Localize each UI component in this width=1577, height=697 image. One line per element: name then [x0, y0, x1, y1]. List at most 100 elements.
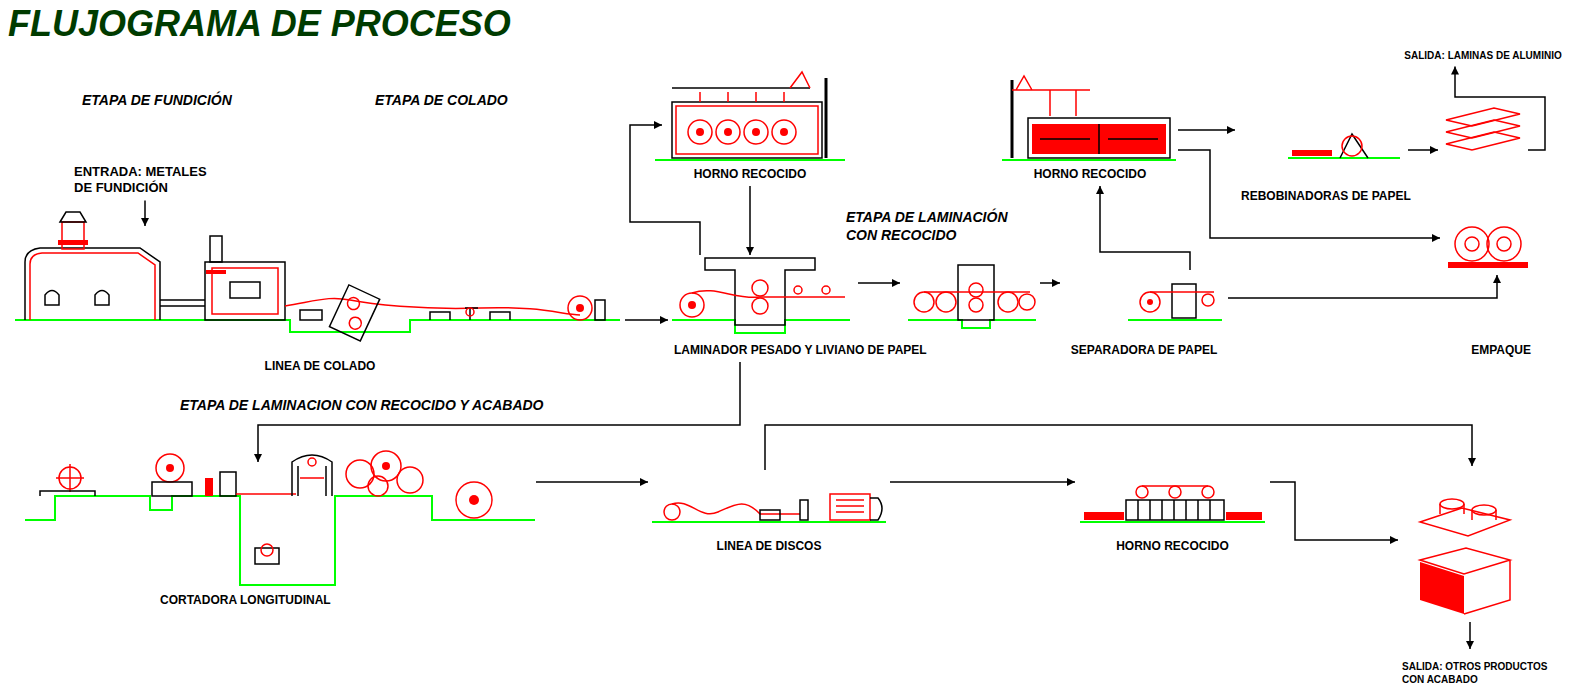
flow-arrow [536, 481, 648, 483]
process-station: LINEA DE DISCOS [648, 470, 890, 558]
station-label: HORNO RECOCIDO [694, 167, 807, 182]
coil-core [696, 128, 704, 136]
product-drum [1440, 499, 1464, 509]
coil-core [469, 495, 479, 505]
mill-roll [752, 298, 768, 314]
rewind-roll [368, 476, 388, 496]
coil [1019, 294, 1035, 310]
holding-furnace [205, 262, 285, 320]
holding-furnace-lining [212, 268, 278, 314]
furnace-lining [30, 253, 155, 320]
coil [680, 293, 704, 317]
mill-roll [969, 298, 983, 312]
rewind-roll [397, 467, 423, 493]
process-station: SALIDA: OTROS PRODUCTOS CON ACABADO [1398, 466, 1562, 692]
product-drum [1472, 505, 1496, 515]
crane-hook [700, 92, 784, 102]
furnace-band [206, 270, 226, 274]
flow-arrow [1469, 622, 1471, 649]
process-station: ENTRADA: METALES DE FUNDICIÓN [70, 160, 228, 201]
ground-line [672, 320, 850, 333]
coil-core [752, 128, 760, 136]
furnace-chamber [676, 106, 818, 154]
guide [205, 478, 213, 496]
furnace-housing [1028, 118, 1170, 158]
flow-arrow [1178, 129, 1235, 131]
flow-arrow [1040, 282, 1060, 284]
guide [800, 500, 808, 520]
chimney [210, 236, 222, 262]
ground-line [652, 521, 886, 523]
packed-coil-core [1465, 237, 1479, 251]
coil [664, 504, 680, 520]
mill-roll [752, 280, 768, 296]
flow-arrow [1228, 275, 1497, 298]
rewinder-roll [1342, 136, 1362, 156]
separator-unit [1172, 284, 1196, 318]
stage-label: ETAPA DE LAMINACION CON RECOCIDO Y ACABA… [180, 397, 544, 415]
furnace-divider [1040, 124, 1158, 154]
caster-feed [300, 310, 322, 320]
coil-core [1147, 299, 1153, 305]
station-label: ENTRADA: METALES DE FUNDICIÓN [74, 164, 224, 197]
guide-roll [822, 286, 830, 294]
furnace-bars [1138, 500, 1210, 520]
station-label: LINEA DE DISCOS [717, 539, 822, 554]
diagram-title: FLUJOGRAMA DE PROCESO [8, 2, 511, 45]
coiler-stand [595, 300, 605, 320]
flow-arrow [625, 319, 668, 321]
coil-core [780, 128, 788, 136]
station-label: LINEA DE COLADO [265, 359, 376, 374]
flow-arrow [1270, 482, 1398, 540]
process-station: HORNO RECOCIDO [1075, 470, 1270, 558]
stage-label: ETAPA DE LAMINACIÓN CON RECOCIDO [846, 209, 1031, 244]
process-station: HORNO RECOCIDO [662, 70, 838, 186]
flow-arrow [1100, 186, 1190, 270]
flow-arrow [630, 125, 700, 255]
coil [716, 120, 740, 144]
coil-core [576, 304, 584, 312]
process-station: HORNO RECOCIDO [1002, 70, 1178, 186]
flow-arrow [858, 282, 900, 284]
rewinder-frame [1340, 134, 1368, 158]
chimney-cap [60, 212, 86, 222]
coil [772, 120, 796, 144]
furnace-fan [1136, 486, 1148, 498]
station-label: EMPAQUE [1471, 343, 1531, 358]
caster-roll [345, 296, 361, 312]
station-label: LAMINADOR PESADO Y LIVIANO DE PAPEL [674, 343, 927, 358]
coil-core [166, 464, 174, 472]
uncoiler-cross [56, 464, 84, 492]
metal-strip [236, 493, 296, 495]
slitter-arch [292, 455, 332, 496]
flow-arrow [749, 186, 751, 255]
metal-strip [1150, 291, 1214, 293]
cart [40, 491, 95, 496]
process-station: LAMINADOR PESADO Y LIVIANO DE PAPEL [668, 255, 1040, 362]
disc-press [830, 494, 870, 520]
ground-line [1288, 157, 1400, 159]
flow-arrow [890, 481, 1075, 483]
ground-line [15, 320, 620, 332]
furnace-chamber [1032, 124, 1166, 154]
loading-table [1226, 512, 1262, 520]
roll-core [382, 462, 390, 470]
rewind-roll [346, 460, 374, 488]
press-lines [836, 500, 864, 512]
coil [914, 292, 934, 312]
packed-coil [1487, 227, 1521, 261]
ground-line [908, 320, 1036, 328]
mill-stand [705, 258, 815, 325]
loading-table [1084, 512, 1124, 520]
caster-frame [329, 285, 379, 341]
press-end [870, 498, 882, 520]
mill-roll [969, 283, 983, 297]
product-box-face [1420, 562, 1464, 614]
caster-roll [347, 315, 363, 331]
furnace-fan [1169, 486, 1181, 498]
crane-post [825, 78, 828, 158]
packed-coil [1455, 227, 1489, 261]
process-station: SALIDA: LAMINAS DE ALUMINIO [1392, 46, 1574, 67]
coil [744, 120, 768, 144]
